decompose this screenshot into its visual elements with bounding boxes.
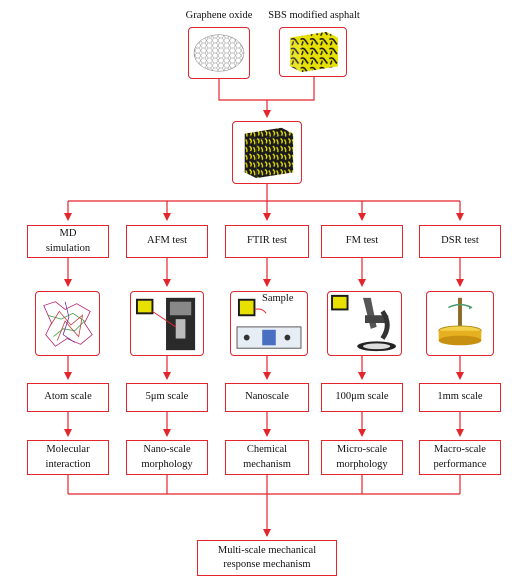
nanoscale-box: Nanoscale [225, 383, 309, 412]
dsr-rheometer-image [426, 291, 494, 356]
5um-scale-box: 5μm scale [126, 383, 208, 412]
ftir-instrument-image [230, 291, 308, 356]
graphene-oxide-image [188, 27, 250, 79]
ftir-test-box: FTIR test [225, 225, 309, 258]
afm-test-box: AFM test [126, 225, 208, 258]
md-simulation-box: MD simulation [27, 225, 109, 258]
go-sbs-composite-image [232, 121, 302, 184]
100um-scale-box: 100μm scale [321, 383, 403, 412]
merge-line-graphene [218, 78, 267, 101]
fm-microscope-image [327, 291, 402, 356]
nano-scale-morphology-box: Nano-scale morphology [126, 440, 208, 475]
graphene-oxide-label: Graphene oxide [185, 10, 253, 21]
micro-scale-morphology-box: Micro-scale morphology [321, 440, 403, 475]
macro-scale-performance-box: Macro-scale performance [419, 440, 501, 475]
atom-scale-box: Atom scale [27, 383, 109, 412]
molecular-interaction-box: Molecular interaction [27, 440, 109, 475]
1mm-scale-box: 1mm scale [419, 383, 501, 412]
md-molecule-image [35, 291, 100, 356]
dsr-test-box: DSR test [419, 225, 501, 258]
merge-line-sbs [267, 76, 315, 101]
chemical-mechanism-box: Chemical mechanism [225, 440, 309, 475]
ftir-sample-label: Sample [262, 293, 294, 304]
fm-test-box: FM test [321, 225, 403, 258]
multi-scale-mechanism-box: Multi-scale mechanical response mechanis… [197, 540, 337, 576]
afm-instrument-image [130, 291, 204, 356]
sbs-asphalt-label: SBS modified asphalt [268, 10, 360, 21]
sbs-asphalt-image [279, 27, 347, 77]
